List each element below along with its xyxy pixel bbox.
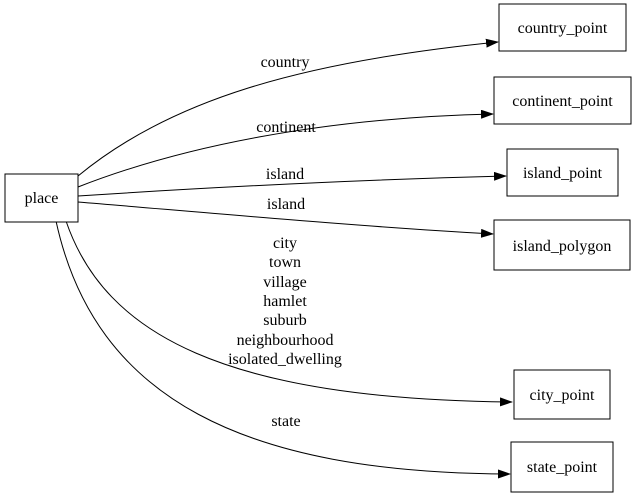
node-state-point-label: state_point bbox=[527, 459, 598, 476]
edge-label-city-line-city: city bbox=[273, 235, 297, 252]
edge-place-island-polygon bbox=[77, 201, 494, 238]
node-city-point: city_point bbox=[513, 369, 611, 420]
node-island-point: island_point bbox=[506, 148, 619, 197]
node-continent-point-box bbox=[493, 76, 632, 125]
node-island-polygon-box bbox=[493, 219, 631, 271]
edge-place-country-point bbox=[77, 38, 499, 177]
node-city-point-label: city_point bbox=[530, 387, 595, 404]
node-place-label: place bbox=[25, 190, 59, 207]
edge-label-continent: continent bbox=[256, 119, 316, 136]
node-place: place bbox=[4, 173, 79, 223]
edge-label-city-line-neighbourhood: neighbourhood bbox=[237, 332, 334, 349]
node-island-point-label: island_point bbox=[523, 165, 603, 182]
edge-place-continent-point bbox=[77, 109, 494, 188]
node-state-point-box bbox=[510, 441, 614, 493]
node-continent-point: continent_point bbox=[493, 76, 632, 125]
edge-place-island-point bbox=[77, 171, 507, 197]
edge-label-city-line-isolated-dwelling: isolated_dwelling bbox=[228, 351, 342, 368]
node-place-box bbox=[4, 173, 79, 223]
node-island-point-box bbox=[506, 148, 619, 197]
edge-place-city-point bbox=[65, 220, 513, 407]
node-island-polygon: island_polygon bbox=[493, 219, 631, 271]
edge-label-city-line-village: village bbox=[263, 274, 307, 291]
node-state-point: state_point bbox=[510, 441, 614, 493]
edge-label-city-line-town: town bbox=[269, 254, 301, 271]
edge-label-island-polygon: island bbox=[267, 196, 305, 213]
node-country-point-box bbox=[498, 3, 627, 52]
edge-place-state-point bbox=[55, 220, 511, 479]
node-country-point-label: country_point bbox=[518, 20, 608, 37]
edge-label-country: country bbox=[261, 54, 310, 71]
edge-label-island-point: island bbox=[266, 166, 304, 183]
node-city-point-box bbox=[513, 369, 611, 420]
edge-label-state: state bbox=[271, 413, 300, 430]
edge-label-city-multiline: city town village hamlet suburb neighbou… bbox=[228, 235, 342, 368]
edge-label-city-line-hamlet: hamlet bbox=[263, 293, 307, 310]
node-island-polygon-label: island_polygon bbox=[513, 238, 612, 255]
edge-label-city-line-suburb: suburb bbox=[263, 312, 307, 329]
node-country-point: country_point bbox=[498, 3, 627, 52]
node-continent-point-label: continent_point bbox=[512, 93, 613, 110]
